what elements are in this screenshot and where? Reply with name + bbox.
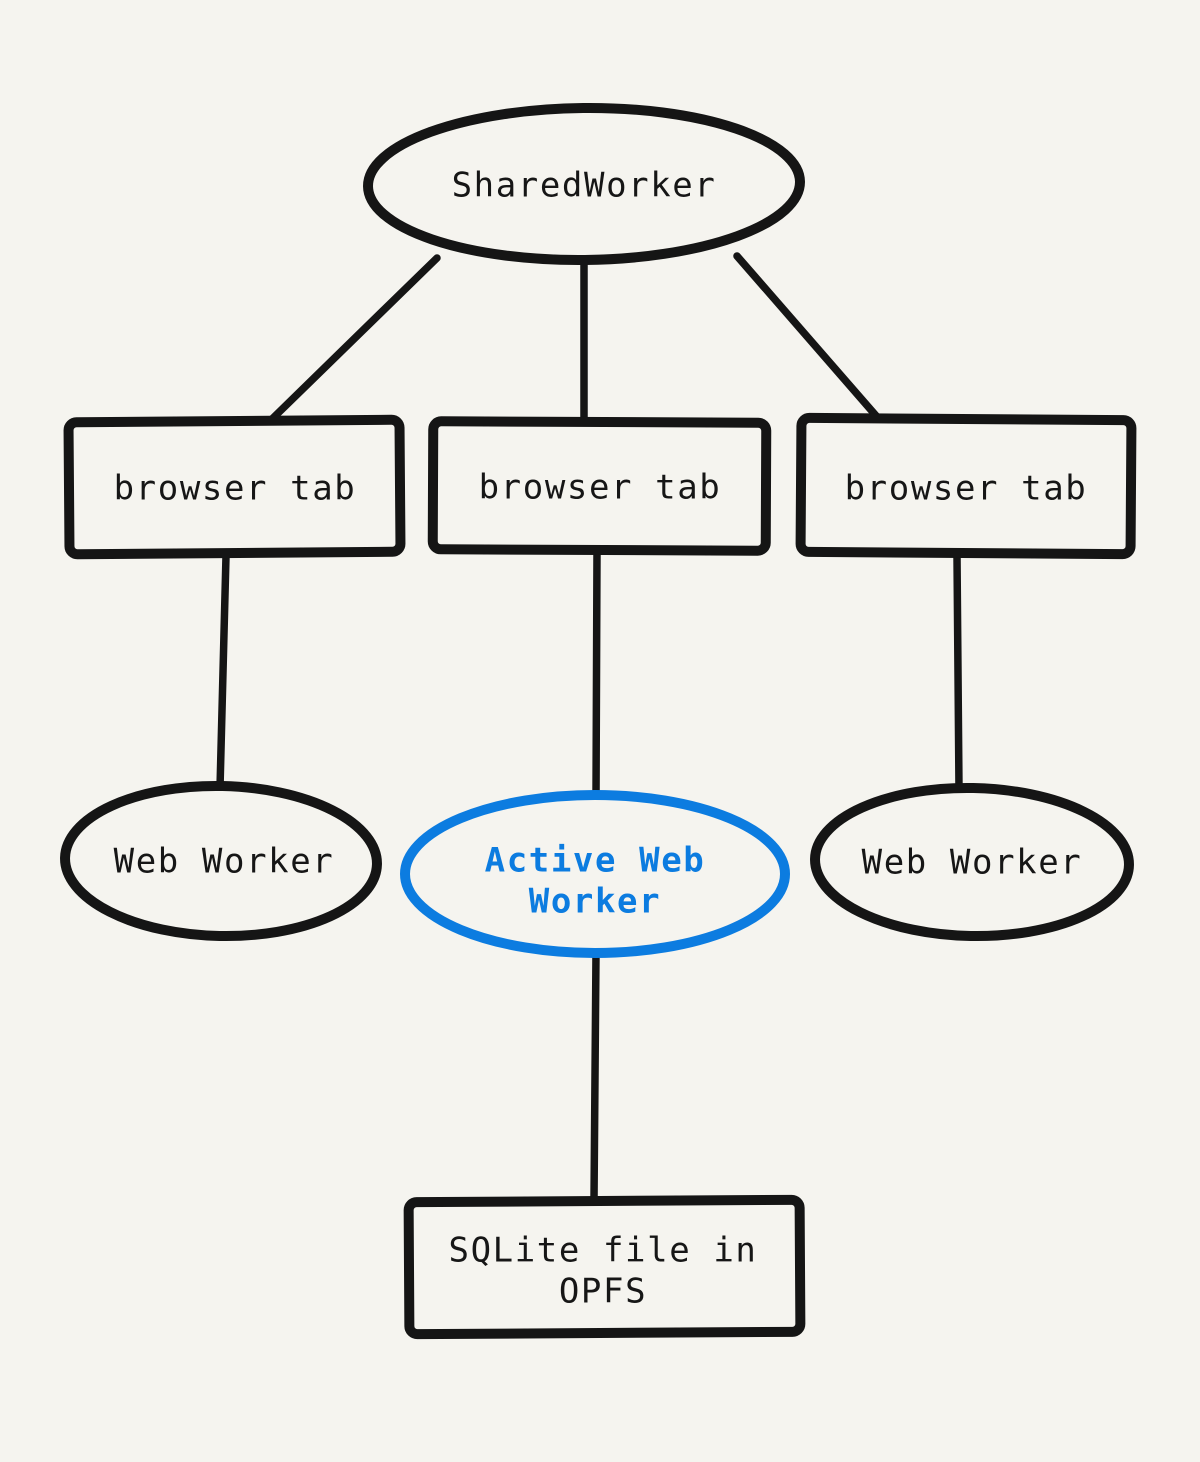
active-web-worker-label: Active Web Worker (484, 840, 706, 922)
web-worker-right-label: Web Worker (861, 842, 1083, 883)
edge-sharedworker-to-tab-right (733, 252, 882, 422)
shared-worker-ellipse (363, 102, 805, 266)
browser-tab-right-label: browser tab (844, 468, 1088, 509)
browser-tab-left-box (63, 414, 406, 560)
web-worker-left-ellipse (60, 780, 382, 942)
browser-tab-left-label: browser tab (113, 468, 357, 509)
edge-tab-left-to-webworker-left (216, 552, 230, 792)
edge-active-webworker-to-sqlite (590, 949, 600, 1204)
shared-worker-label: SharedWorker (451, 165, 717, 206)
edge-tab-right-to-webworker-right (953, 552, 963, 793)
active-web-worker-ellipse (400, 790, 790, 958)
edge-tab-center-to-active-webworker (592, 548, 601, 802)
edge-group (216, 252, 963, 1204)
sqlite-file-box (403, 1194, 806, 1340)
node-shape-group (60, 102, 1137, 1340)
edge-sharedworker-to-tab-left (267, 254, 441, 424)
browser-tab-center-label: browser tab (478, 467, 722, 508)
browser-tab-center-box (427, 416, 772, 556)
web-worker-right-ellipse (810, 782, 1134, 942)
sqlite-file-label: SQLite file in OPFS (448, 1230, 758, 1312)
browser-tab-right-box (795, 412, 1137, 560)
web-worker-left-label: Web Worker (113, 841, 335, 882)
